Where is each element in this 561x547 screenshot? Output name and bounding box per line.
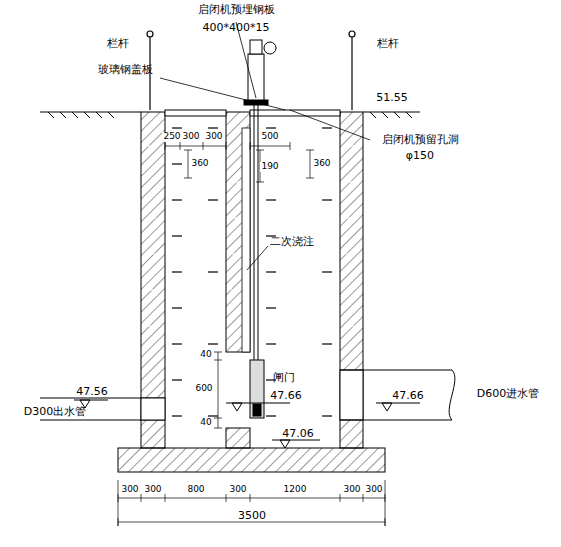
step-mark (346, 325, 354, 326)
dimension: 250 (162, 132, 181, 142)
secondary-pour-slot (242, 128, 250, 352)
step-mark (322, 343, 332, 344)
step-mark (266, 415, 276, 416)
step-mark (322, 415, 332, 416)
part-label: 启闭机预埋钢板 (198, 4, 275, 16)
dimension: 500 (260, 132, 279, 142)
hand-wheel (264, 42, 276, 54)
step-mark (148, 181, 156, 182)
dimension: 300 (342, 485, 361, 495)
step-mark (231, 217, 239, 218)
dimension: φ150 (406, 150, 434, 162)
step-mark (208, 343, 218, 344)
step-mark (346, 217, 354, 218)
part-label: 栏杆 (377, 38, 399, 50)
dimension: 300 (364, 485, 383, 495)
step-mark (346, 289, 354, 290)
step-mark (172, 343, 182, 344)
elevation: 47.06 (282, 428, 314, 440)
gate (250, 360, 264, 418)
step-mark (266, 127, 276, 128)
elevation: 47.56 (76, 386, 108, 398)
dimension: 360 (312, 159, 331, 169)
step-mark (148, 325, 156, 326)
elevation: 47.66 (270, 390, 302, 402)
elevation: 47.66 (392, 390, 424, 402)
step-mark (231, 289, 239, 290)
right-wall (340, 112, 363, 448)
dimension: 600 (194, 384, 213, 394)
step-mark (208, 271, 218, 272)
step-mark (208, 199, 218, 200)
middle-wall (226, 112, 250, 352)
step-mark (231, 253, 239, 254)
step-mark (346, 181, 354, 182)
elevation: 51.55 (376, 92, 408, 104)
cover-plate (250, 110, 340, 116)
step-mark (172, 127, 182, 128)
step-mark (266, 199, 276, 200)
step-mark (231, 181, 239, 182)
part-label: 二次浇注 (270, 236, 314, 248)
step-mark (172, 199, 182, 200)
step-mark (172, 163, 182, 164)
step-mark (322, 199, 332, 200)
part-label: 栏杆 (107, 38, 129, 50)
dimension: 300 (204, 132, 223, 142)
part-label: D300出水管 (24, 406, 86, 418)
dimension: 400*400*15 (203, 22, 270, 34)
dimension: 40 (199, 418, 212, 428)
step-mark (231, 145, 239, 146)
step-mark (346, 145, 354, 146)
dimension: 190 (260, 162, 279, 172)
step-mark (172, 415, 182, 416)
cover-plate (165, 110, 226, 116)
middle-wall-sill (226, 428, 250, 448)
dimension: 1200 (283, 485, 308, 495)
step-mark (266, 271, 276, 272)
dimension: 300 (120, 485, 139, 495)
dimension: 800 (186, 485, 205, 495)
dimension: 3500 (238, 510, 266, 522)
dimension: 300 (181, 132, 200, 142)
base-slab (118, 448, 385, 472)
dimension: 300 (143, 485, 162, 495)
step-mark (172, 307, 182, 308)
part-label: 启闭机预留孔洞 (382, 134, 459, 146)
step-mark (148, 289, 156, 290)
step-mark (148, 217, 156, 218)
step-mark (322, 271, 332, 272)
dimension: 300 (228, 485, 247, 495)
part-label: 闸门 (273, 372, 295, 384)
step-mark (148, 253, 156, 254)
step-mark (231, 325, 239, 326)
left-wall (141, 112, 165, 448)
step-mark (266, 343, 276, 344)
part-label: 玻璃钢盖板 (98, 64, 153, 76)
step-mark (266, 307, 276, 308)
dimension: 360 (190, 159, 209, 169)
step-mark (346, 253, 354, 254)
step-mark (148, 145, 156, 146)
step-mark (172, 271, 182, 272)
step-mark (322, 127, 332, 128)
step-mark (172, 379, 182, 380)
step-mark (208, 415, 218, 416)
step-mark (208, 127, 218, 128)
dimension: 40 (199, 350, 212, 360)
part-label: D600进水管 (477, 388, 539, 400)
step-mark (172, 235, 182, 236)
